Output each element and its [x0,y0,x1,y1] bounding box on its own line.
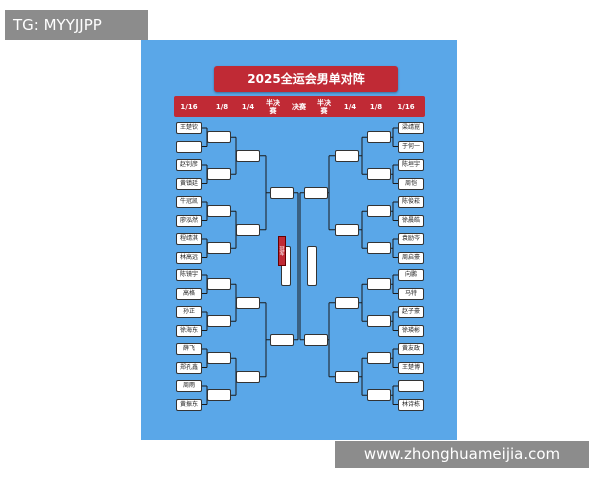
player-box-right-13: 王楚博 [398,361,424,374]
qf-box-right-1 [335,223,359,236]
player-box-right-0: 梁靖崑 [398,122,424,134]
round-label-0: 1/16 [180,102,198,111]
r8-box-left-2 [207,205,231,218]
player-box-right-9: 马特 [398,287,424,300]
player-box-left-9: 高格 [176,287,202,300]
player-box-left-15: 黄振东 [176,398,202,411]
player-box-right-10: 赵子豪 [398,306,424,318]
player-box-right-8: 向鹏 [398,269,424,281]
sf-box-left-0 [270,186,294,199]
qf-box-left-2 [236,296,260,309]
champion-box: 冠军 [278,236,286,266]
round-label-6: 1/4 [343,102,357,111]
qf-box-right-0 [335,149,359,162]
final-box-right [307,246,317,287]
sf-box-right-1 [304,333,328,346]
sf-box-right-0 [304,186,328,199]
player-box-left-3: 黄镇廷 [176,177,202,190]
r8-box-right-2 [367,205,391,218]
qf-box-right-3 [335,370,359,383]
round-label-4: 决赛 [292,102,306,111]
player-box-left-1 [176,140,202,153]
sf-box-left-1 [270,333,294,346]
player-box-right-12: 黄友政 [398,343,424,355]
round-label-3: 半决赛 [266,98,280,115]
player-box-right-11: 徐瑛彬 [398,324,424,337]
player-box-right-5: 徐晨皓 [398,214,424,227]
round-label-1: 1/8 [215,102,229,111]
player-box-left-5: 廖泓然 [176,214,202,227]
round-label-7: 1/8 [369,102,383,111]
r8-box-left-0 [207,131,231,144]
player-box-left-4: 牛冠凯 [176,196,202,208]
r8-box-left-5 [207,315,231,328]
qf-box-left-0 [236,149,260,162]
player-box-right-15: 林诗栋 [398,398,424,411]
r8-box-left-7 [207,389,231,402]
r8-box-right-7 [367,389,391,402]
player-box-left-6: 程靖淇 [176,233,202,245]
r8-box-left-4 [207,278,231,291]
r8-box-left-3 [207,242,231,255]
round-label-5: 半决赛 [317,98,331,115]
player-box-right-7: 周启豪 [398,251,424,264]
player-box-left-2: 赵钊彦 [176,159,202,171]
player-box-left-12: 薛飞 [176,343,202,355]
r8-box-right-4 [367,278,391,291]
player-box-left-0: 王楚钦 [176,122,202,134]
player-box-right-2: 陈垣宇 [398,159,424,171]
player-box-left-11: 徐海东 [176,324,202,337]
r8-box-right-6 [367,352,391,365]
player-box-right-14 [398,380,424,392]
player-box-left-7: 林高远 [176,251,202,264]
round-header-bar: 1/16 1/8 1/4 半决赛 决赛 半决赛 1/4 1/8 1/16 [174,96,425,117]
final-box-left [281,246,291,287]
qf-box-left-1 [236,223,260,236]
round-label-2: 1/4 [241,102,255,111]
player-box-right-3: 周恺 [398,177,424,190]
r8-box-right-3 [367,242,391,255]
qf-box-left-3 [236,370,260,383]
poster-title: 2025全运会男单对阵 [214,66,398,92]
qf-box-right-2 [335,296,359,309]
player-box-right-1: 于何一 [398,140,424,153]
player-box-right-6: 袁励岑 [398,233,424,245]
r8-box-left-6 [207,352,231,365]
r8-box-right-1 [367,168,391,181]
watermark-top: TG: MYYJJPP [5,10,148,40]
player-box-left-14: 周雨 [176,380,202,392]
r8-box-right-5 [367,315,391,328]
player-box-left-13: 郑孔鑫 [176,361,202,374]
player-box-left-10: 孙正 [176,306,202,318]
watermark-bottom: www.zhonghuameijia.com [335,441,589,468]
r8-box-left-1 [207,168,231,181]
round-label-8: 1/16 [397,102,415,111]
player-box-left-8: 陈镜宇 [176,269,202,281]
player-box-right-4: 陈俊菘 [398,196,424,208]
r8-box-right-0 [367,131,391,144]
